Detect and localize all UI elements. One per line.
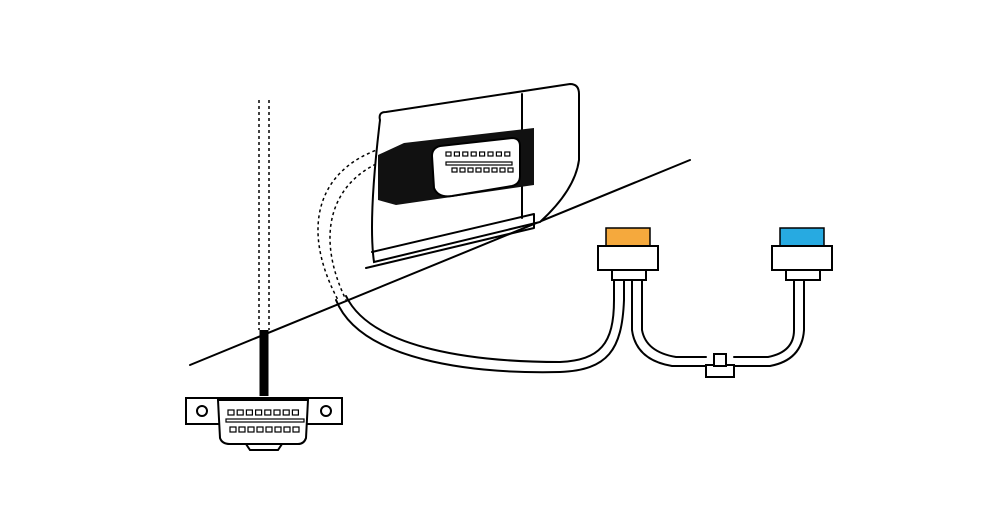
connector-pin <box>470 151 477 157</box>
socket-pins <box>445 151 514 173</box>
connector-pin <box>238 426 246 433</box>
connector-pin <box>256 426 264 433</box>
connector-pin <box>283 426 291 433</box>
blue-port-cap <box>779 227 825 247</box>
connector-pin <box>255 409 263 416</box>
connector-pin <box>475 167 482 173</box>
connector-pin <box>245 409 253 416</box>
connector-pin <box>491 167 498 173</box>
connector-pin <box>467 167 474 173</box>
dashboard-edge-line <box>189 159 691 366</box>
connector-pin <box>483 167 490 173</box>
cable-route-guide <box>258 100 270 330</box>
plug-key-bar <box>225 418 305 423</box>
plug-pins <box>225 409 305 433</box>
connector-pin <box>236 409 244 416</box>
connector-pin <box>459 167 466 173</box>
connector-pin <box>274 426 282 433</box>
connector-blue <box>771 227 833 281</box>
obd2-male-plug-icon <box>185 397 343 451</box>
connector-pin <box>495 151 502 157</box>
connector-pin <box>291 409 299 416</box>
splitter-branch-cable <box>631 269 805 378</box>
connector-pin <box>499 167 506 173</box>
connector-pin <box>451 167 458 173</box>
splitter-main-cable <box>335 279 625 374</box>
connector-pin <box>265 426 273 433</box>
orange-port-cap <box>605 227 651 247</box>
socket-key-bar <box>445 161 513 166</box>
connector-pin <box>264 409 272 416</box>
connector-pin <box>462 151 469 157</box>
connector-pin <box>273 409 281 416</box>
connector-pin <box>247 426 255 433</box>
connector-pin <box>487 151 494 157</box>
connector-orange <box>597 227 659 281</box>
connector-pin <box>504 151 511 157</box>
connector-pin <box>227 409 235 416</box>
connector-pin <box>479 151 486 157</box>
obd2-vehicle-socket-icon <box>378 128 534 205</box>
connector-pin <box>507 167 514 173</box>
connector-pin <box>445 151 452 157</box>
connector-pin <box>292 426 300 433</box>
connector-pin <box>229 426 237 433</box>
connector-pin <box>282 409 290 416</box>
connector-pin <box>453 151 460 157</box>
